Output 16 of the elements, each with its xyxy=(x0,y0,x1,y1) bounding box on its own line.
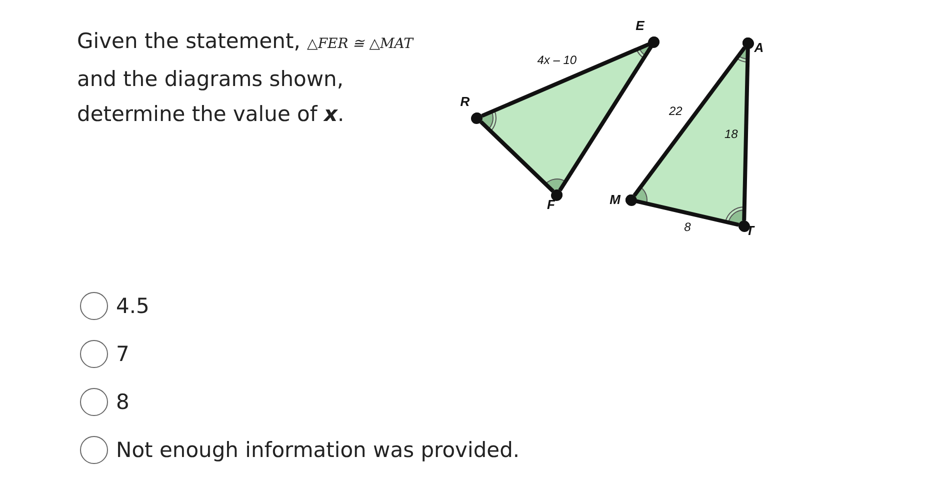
answer-option: 7 xyxy=(116,342,130,366)
triangle-side xyxy=(472,112,562,200)
question-text: Given the statement, △FER ≅ △MAT and the diagrams shown, determine the value of x. xyxy=(77,28,415,128)
vertex-label: E xyxy=(636,19,644,33)
vertex-label: R xyxy=(460,95,470,109)
edge-label: 8 xyxy=(684,220,691,234)
answer-option: Not enough information was provided. xyxy=(116,438,520,462)
vertex-label: M xyxy=(610,193,620,207)
edge-label: 18 xyxy=(724,128,738,141)
triangle-side xyxy=(626,194,750,232)
answer-option: 4.5 xyxy=(116,294,150,318)
vertex-label: A xyxy=(754,41,764,55)
answer-option: 8 xyxy=(116,390,130,414)
edge-label: 22 xyxy=(668,104,682,118)
edge-label: 4x – 10 xyxy=(537,54,577,67)
vertex-label: F xyxy=(547,198,555,212)
